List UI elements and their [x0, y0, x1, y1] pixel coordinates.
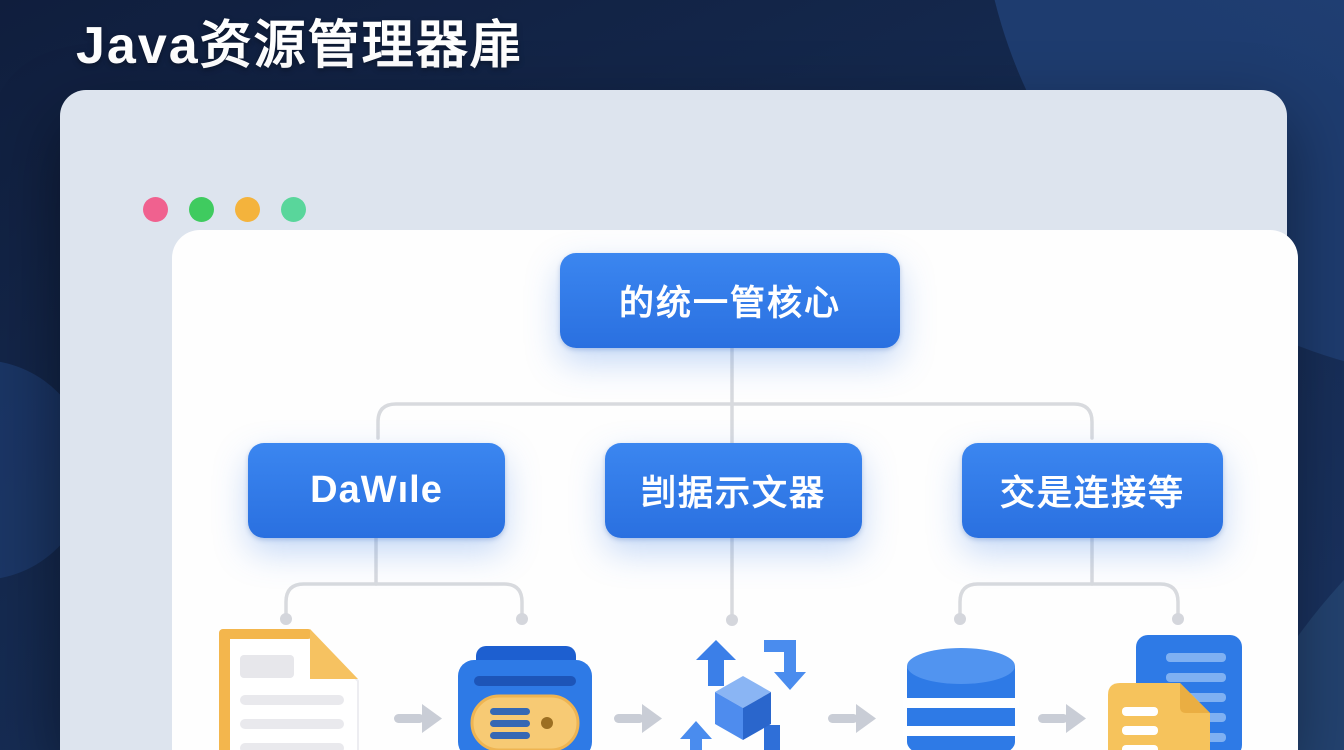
- wallet-icon: [458, 646, 592, 750]
- app-window: 的统一管核心 DaWıle 剀据示文器 交是连接等: [60, 90, 1298, 750]
- document-icon: [208, 625, 362, 750]
- window-controls: [143, 197, 306, 222]
- cube-sync-icon: [678, 638, 808, 750]
- flow-arrow-icon: [826, 700, 878, 738]
- root-node-label: 的统一管核心: [618, 284, 841, 323]
- flow-arrow-icon: [1036, 700, 1088, 738]
- minimize-window-button[interactable]: [189, 197, 214, 222]
- files-icon: [1106, 635, 1242, 750]
- document-icon: [219, 629, 359, 750]
- diagram-panel: 的统一管核心 DaWıle 剀据示文器 交是连接等: [172, 230, 1298, 750]
- close-window-button[interactable]: [143, 197, 168, 222]
- root-node: 的统一管核心: [560, 253, 900, 348]
- cube-sync-icon: [680, 640, 806, 750]
- database-icon: [903, 646, 1019, 750]
- connector-lines: [280, 346, 1184, 626]
- right-arrow-icon: [1038, 704, 1086, 733]
- database-icon: [903, 648, 1019, 750]
- branch-node-databrowser: 剀据示文器: [605, 443, 862, 538]
- wallet-icon: [458, 646, 592, 750]
- flow-arrow-icon: [612, 700, 664, 738]
- branch-node-label: DaWıle: [310, 469, 443, 511]
- branch-node-connections: 交是连接等: [962, 443, 1223, 538]
- right-arrow-icon: [394, 704, 442, 733]
- right-arrow-icon: [614, 704, 662, 733]
- branch-node-label: 剀据示文器: [640, 474, 826, 513]
- files-icon: [1108, 635, 1242, 750]
- branch-node-datafile: DaWıle: [248, 443, 505, 538]
- page-title: Java资源管理器扉: [76, 16, 524, 75]
- zoom-window-button[interactable]: [235, 197, 260, 222]
- branch-node-label: 交是连接等: [999, 474, 1185, 513]
- flow-arrow-icon: [392, 700, 444, 738]
- right-arrow-icon: [828, 704, 876, 733]
- extra-window-button[interactable]: [281, 197, 306, 222]
